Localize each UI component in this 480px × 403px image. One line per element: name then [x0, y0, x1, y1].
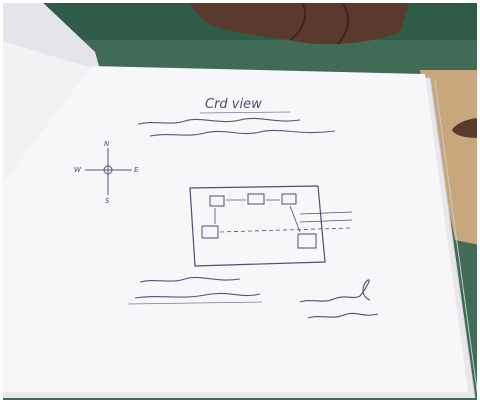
- signature: [299, 279, 371, 303]
- finger-line: [337, 0, 349, 45]
- handwriting-line: [139, 276, 241, 283]
- handwriting-line: [134, 292, 261, 299]
- heading-underline: [199, 111, 291, 114]
- compass-south: S: [105, 197, 110, 205]
- note-underline: [127, 301, 263, 305]
- hand: [185, 0, 410, 45]
- compass-north: N: [104, 140, 110, 148]
- handwritten-date: [307, 312, 379, 319]
- paper-sheet: [0, 66, 468, 392]
- site-plan-sketch: [189, 185, 353, 267]
- sheet-edge: [434, 79, 479, 399]
- sheet-heading: Crd view: [205, 97, 262, 112]
- hand-right: [452, 118, 480, 138]
- compass-east: E: [134, 166, 139, 174]
- handwriting-line: [149, 129, 336, 137]
- cover-shadow: [0, 0, 100, 70]
- compass-west: W: [74, 166, 82, 174]
- sheet-edge: [429, 77, 476, 399]
- compass-rose: N S E W: [74, 140, 139, 205]
- handwriting-line: [137, 117, 301, 125]
